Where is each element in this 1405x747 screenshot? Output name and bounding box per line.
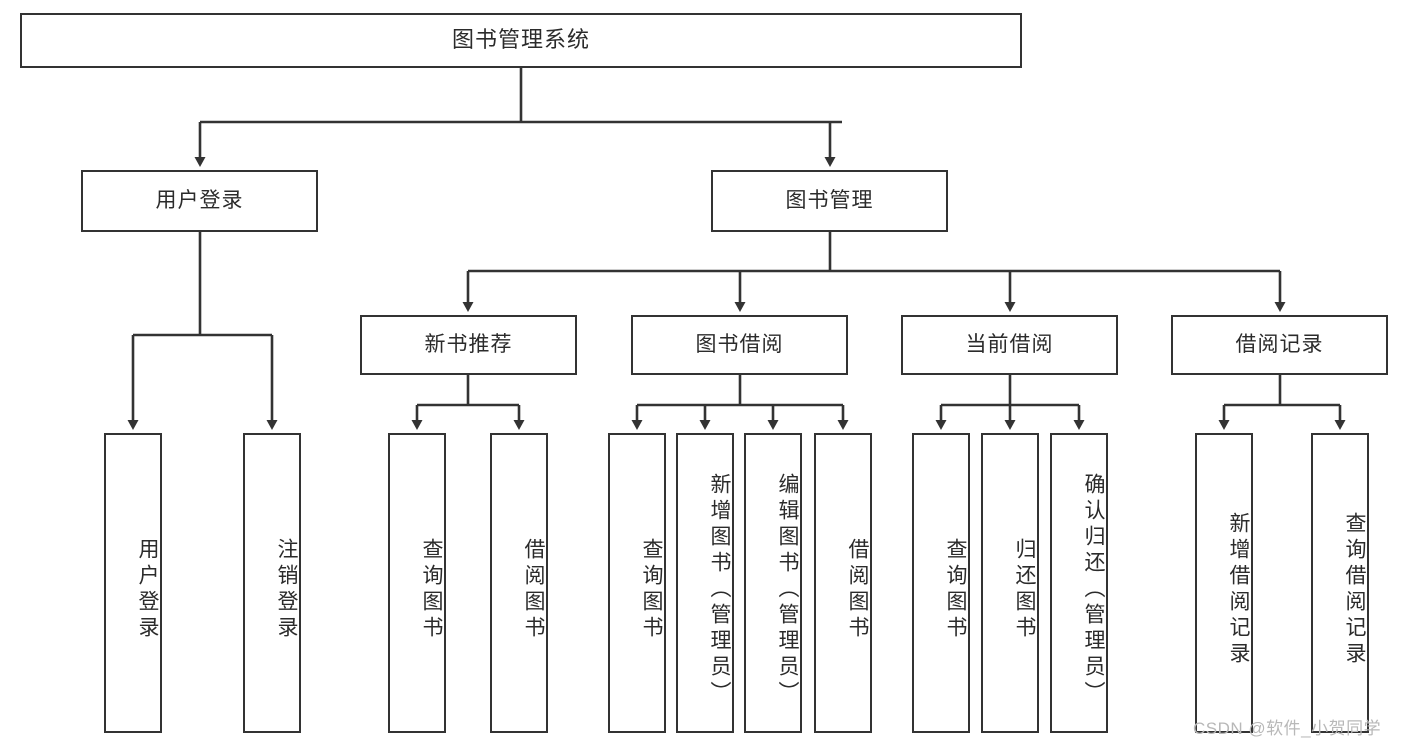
leaf-current-return-book[interactable]: 归还图书 [981, 433, 1039, 733]
leaf-borrow-edit-book-label: 编辑图书（管理员） [776, 473, 799, 707]
leaf-user-login-login-label: 用户登录 [136, 538, 159, 642]
leaf-recommend-query-book[interactable]: 查询图书 [388, 433, 446, 733]
leaf-user-login-logout[interactable]: 注销登录 [243, 433, 301, 733]
node-book-management-label: 图书管理 [785, 189, 874, 213]
node-root-system[interactable]: 图书管理系统 [20, 13, 1022, 68]
watermark-text: CSDN @软件_小贺同学 [1193, 719, 1382, 738]
leaf-record-add-record[interactable]: 新增借阅记录 [1195, 433, 1253, 733]
leaf-borrow-borrow-book[interactable]: 借阅图书 [814, 433, 872, 733]
leaf-borrow-query-book[interactable]: 查询图书 [608, 433, 666, 733]
node-user-login[interactable]: 用户登录 [81, 170, 318, 232]
leaf-record-query-record[interactable]: 查询借阅记录 [1311, 433, 1369, 733]
leaf-record-add-record-label: 新增借阅记录 [1227, 512, 1250, 668]
node-new-book-recommend-label: 新书推荐 [424, 333, 513, 357]
leaf-current-query-book-label: 查询图书 [944, 538, 967, 642]
leaf-borrow-query-book-label: 查询图书 [640, 538, 663, 642]
leaf-record-query-record-label: 查询借阅记录 [1343, 512, 1366, 668]
node-root-system-label: 图书管理系统 [451, 27, 590, 53]
node-new-book-recommend[interactable]: 新书推荐 [360, 315, 577, 375]
leaf-recommend-query-book-label: 查询图书 [420, 538, 443, 642]
node-book-management[interactable]: 图书管理 [711, 170, 948, 232]
leaf-recommend-borrow-book[interactable]: 借阅图书 [490, 433, 548, 733]
leaf-user-login-logout-label: 注销登录 [275, 538, 298, 642]
leaf-borrow-add-book-label: 新增图书（管理员） [708, 473, 731, 707]
leaf-current-confirm-return[interactable]: 确认归还（管理员） [1050, 433, 1108, 733]
leaf-recommend-borrow-book-label: 借阅图书 [522, 538, 545, 642]
leaf-user-login-login[interactable]: 用户登录 [104, 433, 162, 733]
leaf-current-query-book[interactable]: 查询图书 [912, 433, 970, 733]
node-book-borrow[interactable]: 图书借阅 [631, 315, 848, 375]
watermark-csdn: CSDN @软件_小贺同学 [1193, 714, 1381, 739]
node-borrow-record-label: 借阅记录 [1235, 333, 1324, 357]
node-current-borrow-label: 当前借阅 [965, 333, 1054, 357]
leaf-current-confirm-return-label: 确认归还（管理员） [1082, 473, 1105, 707]
leaf-borrow-edit-book[interactable]: 编辑图书（管理员） [744, 433, 802, 733]
leaf-borrow-add-book[interactable]: 新增图书（管理员） [676, 433, 734, 733]
node-user-login-label: 用户登录 [155, 189, 244, 213]
node-current-borrow[interactable]: 当前借阅 [901, 315, 1118, 375]
node-borrow-record[interactable]: 借阅记录 [1171, 315, 1388, 375]
node-book-borrow-label: 图书借阅 [695, 333, 784, 357]
leaf-current-return-book-label: 归还图书 [1013, 538, 1036, 642]
leaf-borrow-borrow-book-label: 借阅图书 [846, 538, 869, 642]
